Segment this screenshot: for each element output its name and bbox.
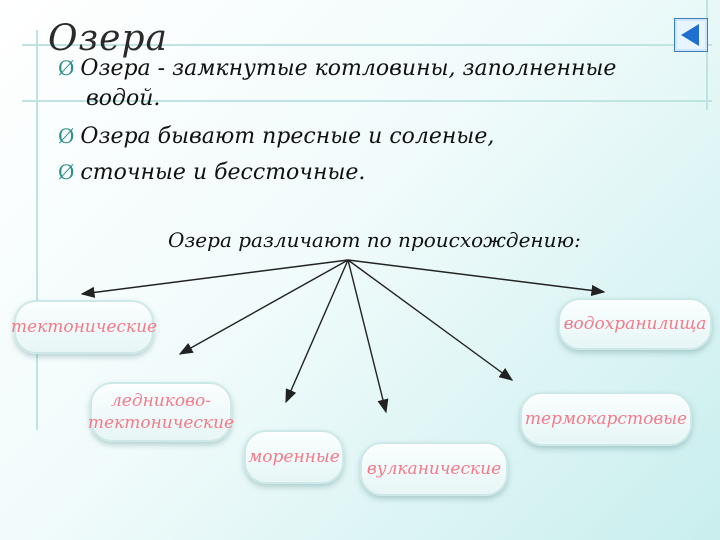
arrow-bullet-icon: Ø <box>58 124 75 148</box>
link-volcanic <box>347 259 389 414</box>
arrow-bullet-icon: Ø <box>58 56 75 80</box>
slide-title: Озера <box>48 18 168 59</box>
frame-line-mid <box>22 100 712 102</box>
diagram-heading: Озера различают по происхождению: <box>168 228 581 252</box>
back-button[interactable] <box>674 18 708 52</box>
node-glacial-tectonic: ледниково- тектонические <box>87 382 235 442</box>
link-glacial-tectonic <box>178 259 349 355</box>
node-reservoir: водохранилища <box>558 298 712 350</box>
node-glacial-tectonic-line1: ледниково- <box>110 391 212 411</box>
node-volcanic: вулканические <box>360 442 508 496</box>
link-reservoir <box>347 259 606 296</box>
link-tectonic <box>80 259 349 298</box>
bullet-1-text: Озера - замкнутые котловины, заполненные <box>80 56 617 81</box>
bullet-1-continuation: водой. <box>86 86 161 111</box>
frame-line-right <box>706 0 708 110</box>
bullet-3-text: сточные и бессточные. <box>80 160 366 185</box>
link-thermokarst <box>347 259 514 381</box>
bullet-2-text: Озера бывают пресные и соленые, <box>80 124 495 149</box>
frame-line-top <box>22 44 712 46</box>
back-triangle-icon <box>681 24 699 46</box>
arrow-bullet-icon: Ø <box>58 160 75 184</box>
node-thermokarst: термокарстовые <box>520 392 692 446</box>
node-glacial-tectonic-line2: тектонические <box>87 413 235 433</box>
link-moraine <box>285 259 349 404</box>
node-tectonic: тектонические <box>11 300 157 354</box>
frame-line-left <box>36 30 38 430</box>
node-moraine: моренные <box>244 430 344 484</box>
